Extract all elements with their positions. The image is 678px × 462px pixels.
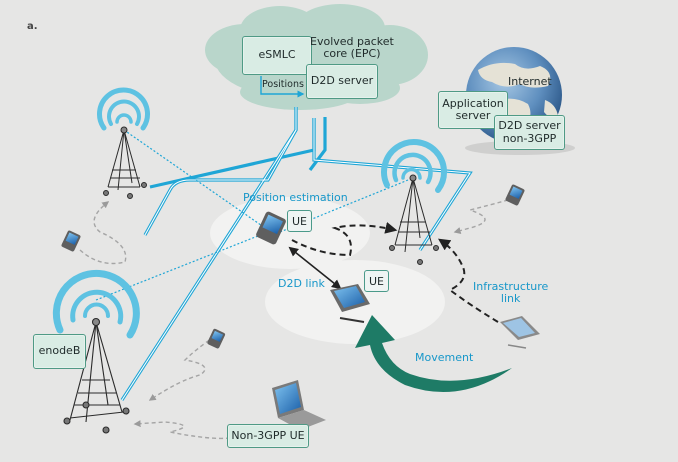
device-trails (79, 199, 509, 440)
pda-device-icon (505, 184, 525, 206)
laptop-device-icon (272, 380, 326, 430)
tablet-device-icon (500, 316, 540, 349)
d2d-link-label: D2D link (278, 277, 325, 290)
ue-label-2: UE (368, 274, 384, 288)
enodeb-box: enodeB (33, 334, 86, 369)
application-server-line2: server (455, 109, 491, 122)
enodeb-label: enodeB (38, 344, 81, 358)
movement-arrow (355, 315, 512, 393)
epc-title-line1: Evolved packet (310, 35, 394, 48)
d2d-server-box: D2D server (306, 64, 378, 99)
d2d-server-non3gpp-line1: D2D server (498, 119, 561, 133)
figure-label: a. (27, 21, 38, 32)
internet-label: Internet (508, 75, 552, 88)
esmlc-label: eSMLC (258, 48, 296, 62)
positions-label: Positions (262, 79, 304, 90)
pda-device-icon (256, 211, 286, 245)
non3gpp-ue-box: Non-3GPP UE (227, 424, 309, 448)
d2d-server-non3gpp-line2: non-3GPP (502, 131, 557, 145)
tower-icon (103, 126, 147, 199)
tower-signal-icons (52, 87, 447, 339)
ue-box-1: UE (287, 210, 312, 232)
pda-device-icon (61, 230, 81, 252)
ue-box-2: UE (364, 270, 389, 292)
non3gpp-ue-label: Non-3GPP UE (231, 428, 305, 442)
infrastructure-link-line2: link (500, 292, 521, 306)
infrastructure-link-label: Infrastructure link (473, 280, 549, 306)
d2d-link-arrow (288, 246, 342, 290)
epc-title: Evolved packet core (EPC) (310, 35, 394, 61)
application-server-line1: Application (442, 96, 504, 110)
movement-label: Movement (415, 351, 474, 364)
position-estimation-area (210, 197, 370, 269)
positions-arrow (260, 76, 305, 98)
tablet-device-icon (330, 284, 370, 323)
pda-device-icon (207, 328, 226, 349)
infrastructure-link-line1: Infrastructure (473, 280, 549, 293)
esmlc-box: eSMLC (242, 36, 312, 75)
position-estimation-label: Position estimation (243, 191, 348, 204)
d2d-server-non3gpp-box: D2D server non-3GPP (494, 115, 565, 150)
epc-title-line2: core (EPC) (323, 47, 381, 61)
position-estimation-links (95, 129, 409, 301)
d2d-server-label: D2D server (310, 74, 374, 88)
backhaul-links-inner (121, 107, 471, 401)
ue-label-1: UE (291, 214, 307, 228)
tower-icon (389, 174, 439, 265)
enodeb-tower-icon (63, 317, 130, 434)
